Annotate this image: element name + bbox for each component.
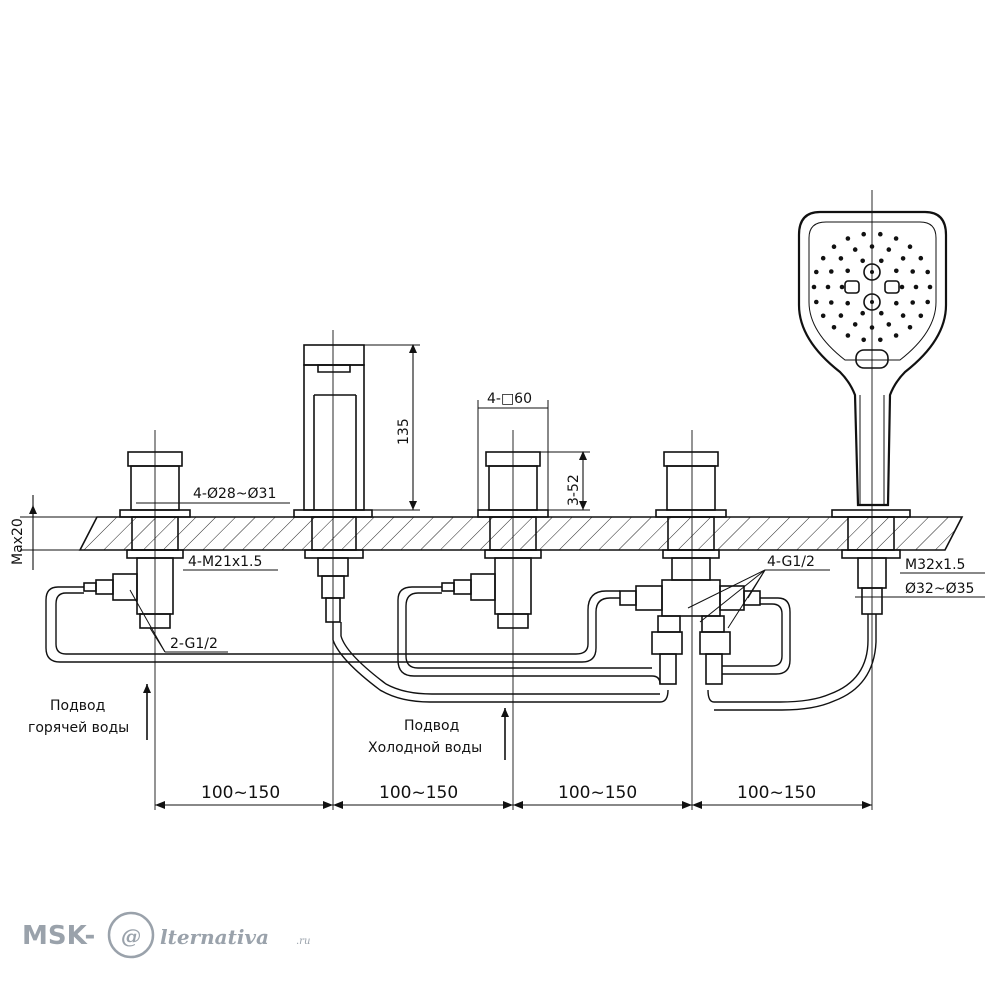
nozzle-dot [918, 255, 924, 261]
nozzle-dot [878, 337, 883, 343]
nozzle-dot [820, 313, 826, 319]
spacing-2-label: 100~150 [379, 783, 458, 803]
g-half-right-label: 4-G1/2 [767, 554, 815, 570]
connection-hoses [45, 586, 877, 711]
g-half-left-label: 2-G1/2 [170, 636, 218, 652]
nozzle-dot [886, 247, 892, 252]
nozzle-dot [907, 325, 913, 330]
countertop-deck [20, 516, 964, 551]
nozzle-dot [910, 269, 915, 274]
nozzle-dot [838, 256, 844, 261]
nozzle-dot [831, 325, 837, 330]
nozzle-dot [845, 268, 850, 274]
nozzle-dot [893, 236, 899, 241]
nozzle-dot [831, 244, 837, 249]
watermark-logo: MSK- @ lternativa .ru [22, 911, 310, 959]
nozzle-dot [852, 322, 858, 327]
spout-height-dimension: 135 [364, 344, 420, 511]
spout-height-label: 135 [396, 418, 412, 445]
nozzle-dot [845, 236, 851, 241]
nozzle-dot [900, 313, 906, 318]
nozzle-dot [879, 310, 884, 316]
handle-square-dimension: 4-□60 [477, 391, 549, 510]
nozzle-dot [927, 284, 933, 290]
nozzle-dot [886, 322, 892, 327]
nozzle-dot [899, 284, 905, 290]
watermark-part1: MSK- [22, 921, 95, 951]
max-thickness-dimension: Max20 [10, 495, 37, 570]
shower-thread-label: M32x1.5 [905, 557, 965, 573]
cold-supply-line2: Холодной воды [368, 740, 482, 756]
nozzle-dot [820, 255, 826, 261]
handle-square-label: 4-□60 [487, 391, 532, 407]
spacing-dimensions: 100~150 100~150 100~150 100~150 [155, 783, 872, 809]
nozzle-dot [893, 333, 899, 338]
shower-thread-dimension: M32x1.5 Ø32~Ø35 [855, 557, 985, 598]
nozzle-dot [913, 284, 919, 290]
hot-supply-indicator: Подвод горячей воды [28, 684, 151, 740]
nozzle-dot [907, 244, 913, 249]
nozzle-dot [869, 244, 875, 249]
nozzle-dot [839, 284, 845, 290]
nozzle-dot [845, 333, 851, 338]
spacing-3-label: 100~150 [558, 783, 637, 803]
nozzle-dot [825, 284, 831, 290]
nozzle-dot [845, 300, 850, 306]
nozzle-dot [918, 313, 924, 319]
spacing-4-label: 100~150 [737, 783, 816, 803]
nozzle-dot [879, 258, 884, 264]
nozzle-dot [814, 299, 819, 305]
bath-spout [293, 330, 373, 810]
nozzle-dot [894, 300, 899, 306]
nozzle-dot [838, 313, 844, 318]
g-half-right-callout: 4-G1/2 [687, 554, 830, 629]
watermark-part4: .ru [296, 936, 310, 947]
nozzle-dot [910, 300, 915, 305]
nozzle-dot [814, 269, 819, 275]
cold-valve-handle [441, 430, 549, 810]
max-thickness-label: Max20 [10, 518, 26, 565]
diverter-handle [619, 430, 761, 810]
nozzle-dot [860, 310, 865, 316]
spray-nozzles [811, 231, 933, 343]
nozzle-dot [811, 284, 817, 290]
nozzle-dot [860, 258, 865, 264]
cold-supply-line1: Подвод [404, 718, 459, 734]
hot-valve-handle [83, 430, 191, 810]
g-half-left-callout: 2-G1/2 [129, 589, 228, 653]
nozzle-dot [861, 231, 866, 237]
nozzle-dot [878, 231, 883, 237]
thread-dimension-label: 4-M21x1.5 [188, 554, 262, 570]
nozzle-dot [852, 247, 858, 252]
nozzle-dot [900, 256, 906, 261]
cold-supply-indicator: Подвод Холодной воды [368, 708, 509, 760]
nozzle-dot [925, 269, 930, 275]
handle-diameter-label: 4-Ø28~Ø31 [193, 486, 276, 502]
nozzle-dot [829, 300, 834, 305]
hot-supply-line1: Подвод [50, 698, 105, 714]
nozzle-dot [925, 299, 930, 305]
handle-diameter-dimension: 4-Ø28~Ø31 [136, 486, 290, 504]
handle-height-dimension: 3-52 [540, 451, 590, 511]
hot-supply-line2: горячей воды [28, 720, 129, 736]
shower-diameter-label: Ø32~Ø35 [905, 581, 974, 597]
nozzle-dot [894, 268, 899, 274]
watermark-part2: @ [121, 924, 141, 948]
thread-dimension: 4-M21x1.5 [183, 554, 278, 571]
nozzle-dot [869, 325, 875, 330]
nozzle-dot [829, 269, 834, 274]
nozzle-dot [861, 337, 866, 343]
watermark-part3: lternativa [160, 925, 269, 949]
spacing-1-label: 100~150 [201, 783, 280, 803]
hand-shower [797, 190, 948, 810]
handle-height-label: 3-52 [566, 474, 582, 506]
